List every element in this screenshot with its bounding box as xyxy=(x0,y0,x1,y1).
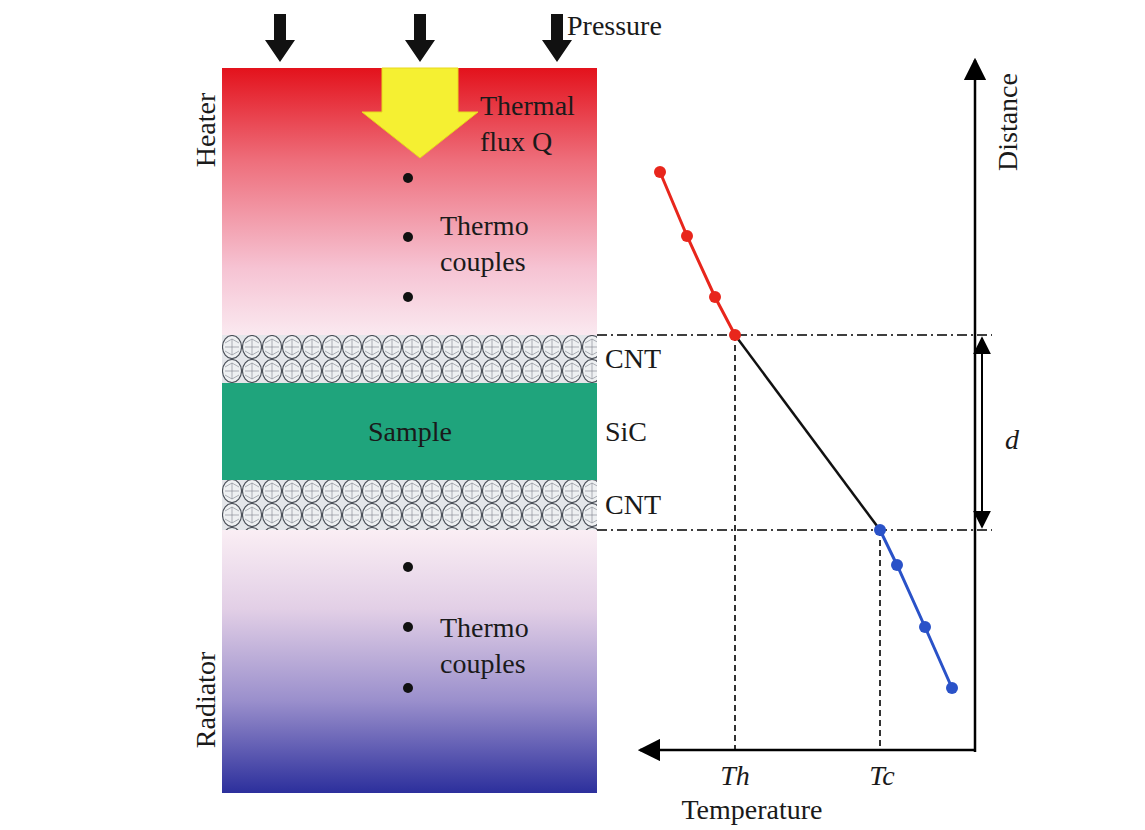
cnt-label: CNT xyxy=(605,341,661,377)
flux-label: Thermal flux Q xyxy=(480,88,600,160)
pressure-arrows xyxy=(265,14,572,62)
guide-lines xyxy=(597,335,992,750)
thermocouple-label: Thermo couples xyxy=(440,208,570,280)
cnt-layer xyxy=(222,335,597,383)
thickness-dimension xyxy=(981,338,983,527)
temperature-axis xyxy=(640,749,976,752)
cnt-layer xyxy=(222,480,597,530)
thermocouple-label: Thermo couples xyxy=(440,610,570,682)
sample-label: Sample xyxy=(368,414,452,450)
profile-points xyxy=(654,166,958,694)
axis-label: Distance xyxy=(992,73,1024,171)
heater-block: HeaterThermal flux QThermo couples xyxy=(222,68,597,335)
material-label: SiC xyxy=(605,414,647,450)
pressure-label: Pressure xyxy=(567,10,662,42)
sample-layer xyxy=(222,383,597,480)
heater-profile xyxy=(660,172,735,335)
dimension-label: d xyxy=(1005,424,1019,456)
radiator-profile xyxy=(880,530,952,688)
heater-label: Heater xyxy=(188,93,224,168)
temperature-mark: Th xyxy=(720,760,750,792)
cnt-label: CNT xyxy=(605,487,661,523)
radiator-label: Radiator xyxy=(188,652,224,748)
cnt-layer: CNT xyxy=(222,480,597,530)
radiator-block: Thermo couplesRadiator xyxy=(222,530,597,793)
radiator-block xyxy=(222,530,597,793)
sample-layer: SampleSiC xyxy=(222,383,597,480)
sample-profile xyxy=(735,335,880,530)
flux-arrow xyxy=(362,68,478,158)
temperature-mark: Tc xyxy=(869,760,894,792)
cnt-layer: CNT xyxy=(222,335,597,383)
distance-axis xyxy=(974,60,977,752)
axis-label: Temperature xyxy=(681,794,822,826)
